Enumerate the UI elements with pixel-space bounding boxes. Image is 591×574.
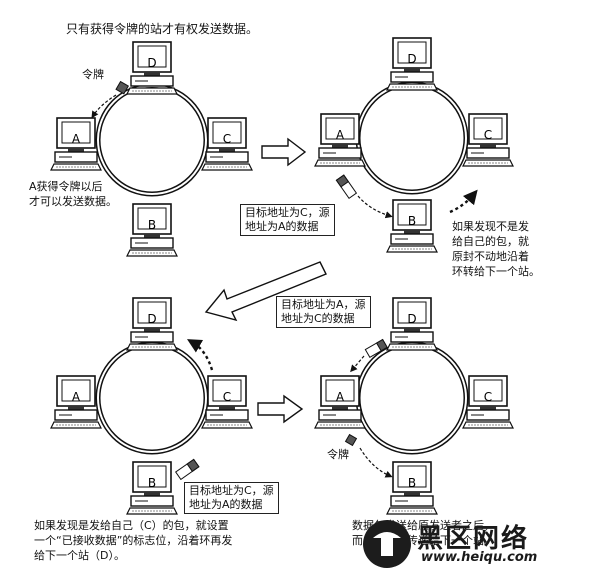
panel4-token-icon — [344, 433, 358, 447]
panel3-box-line2: 地址为A的数据 — [189, 498, 263, 511]
panel3-packet-icon — [174, 458, 200, 481]
svg-text:A: A — [336, 390, 345, 404]
svg-text:D: D — [147, 56, 156, 70]
ring-panel-1 — [95, 83, 209, 197]
panel3-note-line2: 一个“已接收数据”的标志位，沿着环再发 — [34, 534, 233, 547]
panel4-station-b: B — [386, 461, 438, 515]
panel3-station-a: A — [50, 375, 102, 429]
diagram-title: 只有获得令牌的站才有权发送数据。 — [66, 22, 259, 36]
arrow-panel1-to-panel2 — [261, 137, 307, 167]
panel2-packet-arrow — [357, 195, 393, 219]
svg-text:D: D — [407, 52, 416, 66]
panel1-station-d: D — [126, 41, 178, 95]
svg-text:B: B — [148, 218, 156, 232]
watermark-brand: 黑区网络 — [417, 524, 530, 554]
arrow-panel2-to-panel3 — [204, 261, 327, 322]
svg-text:C: C — [223, 390, 231, 404]
panel3-data-box: 目标地址为C，源 地址为A的数据 — [184, 482, 279, 514]
panel2-note-line2: 给自己的包，就 — [452, 235, 529, 248]
svg-text:A: A — [72, 132, 81, 146]
arrow-panel3-to-panel4 — [257, 394, 304, 424]
panel3-station-c: C — [201, 375, 253, 429]
panel1-note-line1: A获得令牌以后 — [29, 180, 103, 193]
svg-text:C: C — [484, 128, 492, 142]
panel4-box-line1: 目标地址为A，源 — [281, 298, 366, 311]
panel1-station-b: B — [126, 203, 178, 257]
panel1-note-line2: 才可以发送数据。 — [29, 195, 117, 208]
panel2-note-line4: 环转给下一个站。 — [452, 265, 540, 278]
panel2-station-b: B — [386, 199, 438, 253]
panel3-note-line3: 给下一个站（D）。 — [34, 549, 125, 562]
panel3-box-line1: 目标地址为C，源 — [189, 484, 274, 497]
svg-text:B: B — [408, 476, 416, 490]
panel4-token-label: 令牌 — [327, 448, 349, 461]
svg-text:A: A — [336, 128, 345, 142]
ring-panel-4 — [355, 341, 469, 455]
panel3-station-d: D — [126, 297, 178, 351]
panel1-station-c: C — [201, 117, 253, 171]
panel2-packet-icon — [335, 174, 358, 200]
watermark-logo-icon — [363, 520, 411, 568]
svg-text:B: B — [408, 214, 416, 228]
panel2-data-box: 目标地址为C，源 地址为A的数据 — [240, 204, 335, 236]
panel2-station-c: C — [462, 113, 514, 167]
panel4-data-box: 目标地址为A，源 地址为C的数据 — [276, 296, 371, 328]
panel4-packet-icon — [364, 338, 388, 359]
panel3-forward-arrow — [187, 339, 214, 371]
ring-panel-2 — [355, 81, 469, 195]
panel4-station-d: D — [386, 297, 438, 351]
panel4-station-a: A — [314, 375, 366, 429]
svg-text:C: C — [484, 390, 492, 404]
panel2-forward-arrow — [449, 189, 478, 214]
panel2-note-line3: 原封不动地沿着 — [452, 250, 529, 263]
watermark-url: www.heiqu.com — [421, 550, 538, 565]
panel3-station-b: B — [126, 461, 178, 515]
svg-text:B: B — [148, 476, 156, 490]
panel1-token-icon — [115, 80, 130, 95]
panel2-station-d: D — [386, 37, 438, 91]
panel1-token-label: 令牌 — [82, 68, 104, 81]
panel2-box-line1: 目标地址为C，源 — [245, 206, 330, 219]
panel3-note-line1: 如果发现是发给自己（C）的包，就设置 — [34, 519, 229, 532]
watermark: 黑区网络 www.heiqu.com — [359, 516, 589, 570]
panel1-station-a: A — [50, 117, 102, 171]
panel4-token-arrow — [359, 447, 393, 478]
svg-text:A: A — [72, 390, 81, 404]
panel2-station-a: A — [314, 113, 366, 167]
svg-text:C: C — [223, 132, 231, 146]
panel2-box-line2: 地址为A的数据 — [245, 220, 319, 233]
panel4-station-c: C — [462, 375, 514, 429]
panel4-box-line2: 地址为C的数据 — [281, 312, 355, 325]
svg-text:D: D — [407, 312, 416, 326]
panel4-packet-arrow — [350, 355, 365, 373]
panel2-note-line1: 如果发现不是发 — [452, 220, 529, 233]
ring-panel-3 — [95, 341, 209, 455]
panel1-token-arrow — [91, 94, 117, 119]
svg-text:D: D — [147, 312, 156, 326]
